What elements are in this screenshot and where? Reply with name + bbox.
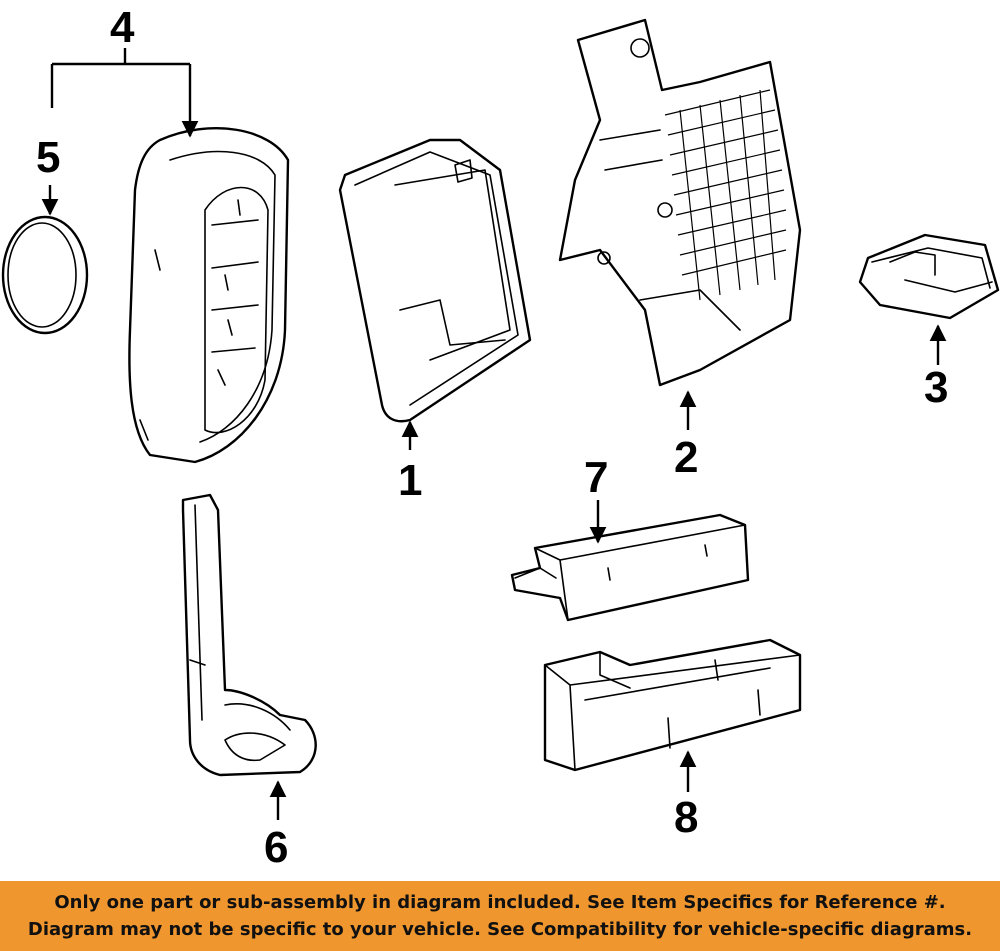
callout-5: 5: [36, 133, 60, 182]
callout-1: 1: [398, 456, 422, 505]
part-4-key-fob: [128, 127, 290, 464]
part-3-relay-module: [858, 233, 1000, 320]
callout-4: 4: [110, 3, 135, 52]
callout-2: 2: [674, 433, 698, 482]
disclaimer-line-2: Diagram may not be specific to your vehi…: [27, 919, 973, 940]
leader-lines: [41, 48, 947, 820]
callout-6: 6: [264, 823, 288, 872]
part-8-tray: [543, 638, 802, 772]
part-7-receiver-module: [510, 513, 750, 622]
part-6-key-blade: [181, 493, 317, 777]
callout-7: 7: [584, 453, 608, 502]
part-2-fuse-block: [558, 18, 802, 387]
part-1-control-module: [338, 138, 532, 423]
disclaimer-line-1: Only one part or sub-assembly in diagram…: [54, 892, 946, 913]
callout-3: 3: [924, 363, 948, 412]
disclaimer-banner: Only one part or sub-assembly in diagram…: [0, 881, 1000, 951]
callout-8: 8: [674, 793, 698, 842]
parts-diagram: 4 5 1 2 3 7 6 8: [1, 3, 1000, 872]
part-5-battery: [1, 215, 89, 335]
